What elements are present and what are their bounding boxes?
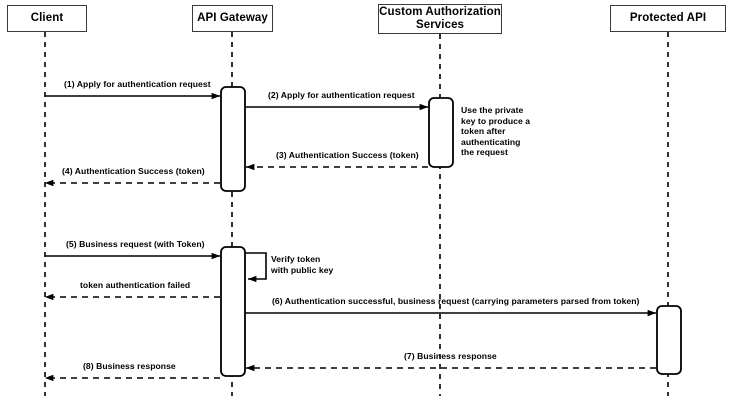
messages bbox=[44, 92, 657, 382]
message-label-2: (2) Apply for authentication request bbox=[268, 90, 415, 100]
note-private-key-line-3: token after bbox=[461, 126, 506, 137]
note-private-key: Use the private key to produce a token a… bbox=[461, 105, 530, 158]
participant-label-api-gateway: API Gateway bbox=[197, 12, 268, 24]
participant-label-protected-api: Protected API bbox=[629, 12, 707, 24]
participant-box-protected-api[interactable]: Protected API bbox=[610, 5, 726, 32]
message-label-self-verify-line-2: with public key bbox=[271, 264, 334, 275]
participant-box-custom-authorization-services[interactable]: Custom Authorization Services bbox=[378, 4, 502, 34]
activation-protected-api bbox=[656, 305, 682, 375]
participant-label-custom-authorization-services: Custom Authorization Services bbox=[379, 6, 501, 31]
message-label-4: (4) Authentication Success (token) bbox=[62, 166, 205, 176]
message-label-7: (7) Business response bbox=[404, 351, 497, 361]
note-private-key-line-4: authenticating bbox=[461, 136, 521, 147]
message-label-8: (8) Business response bbox=[83, 361, 176, 371]
participant-box-client[interactable]: Client bbox=[7, 5, 87, 32]
note-private-key-line-5: the request bbox=[461, 147, 508, 158]
message-label-self-verify-line-1: Verify token bbox=[271, 254, 321, 264]
participant-box-api-gateway[interactable]: API Gateway bbox=[192, 5, 273, 32]
message-arrow-self-verify bbox=[245, 252, 267, 283]
message-label-1: (1) Apply for authentication request bbox=[64, 79, 211, 89]
activation-custom-authorization-services bbox=[428, 97, 454, 168]
message-label-self-verify: Verify token with public key bbox=[271, 254, 333, 275]
note-private-key-line-2: key to produce a bbox=[461, 115, 531, 126]
message-label-token-failed: token authentication failed bbox=[80, 280, 191, 290]
note-private-key-line-1: Use the private bbox=[461, 105, 524, 115]
participant-label-client: Client bbox=[30, 12, 64, 24]
activation-api-gateway-business bbox=[220, 246, 246, 377]
message-label-5: (5) Business request (with Token) bbox=[66, 239, 205, 249]
activation-api-gateway-auth bbox=[220, 86, 246, 192]
message-label-3: (3) Authentication Success (token) bbox=[276, 150, 419, 160]
activation-bars bbox=[220, 86, 682, 377]
message-label-6: (6) Authentication successful, business … bbox=[272, 296, 640, 306]
